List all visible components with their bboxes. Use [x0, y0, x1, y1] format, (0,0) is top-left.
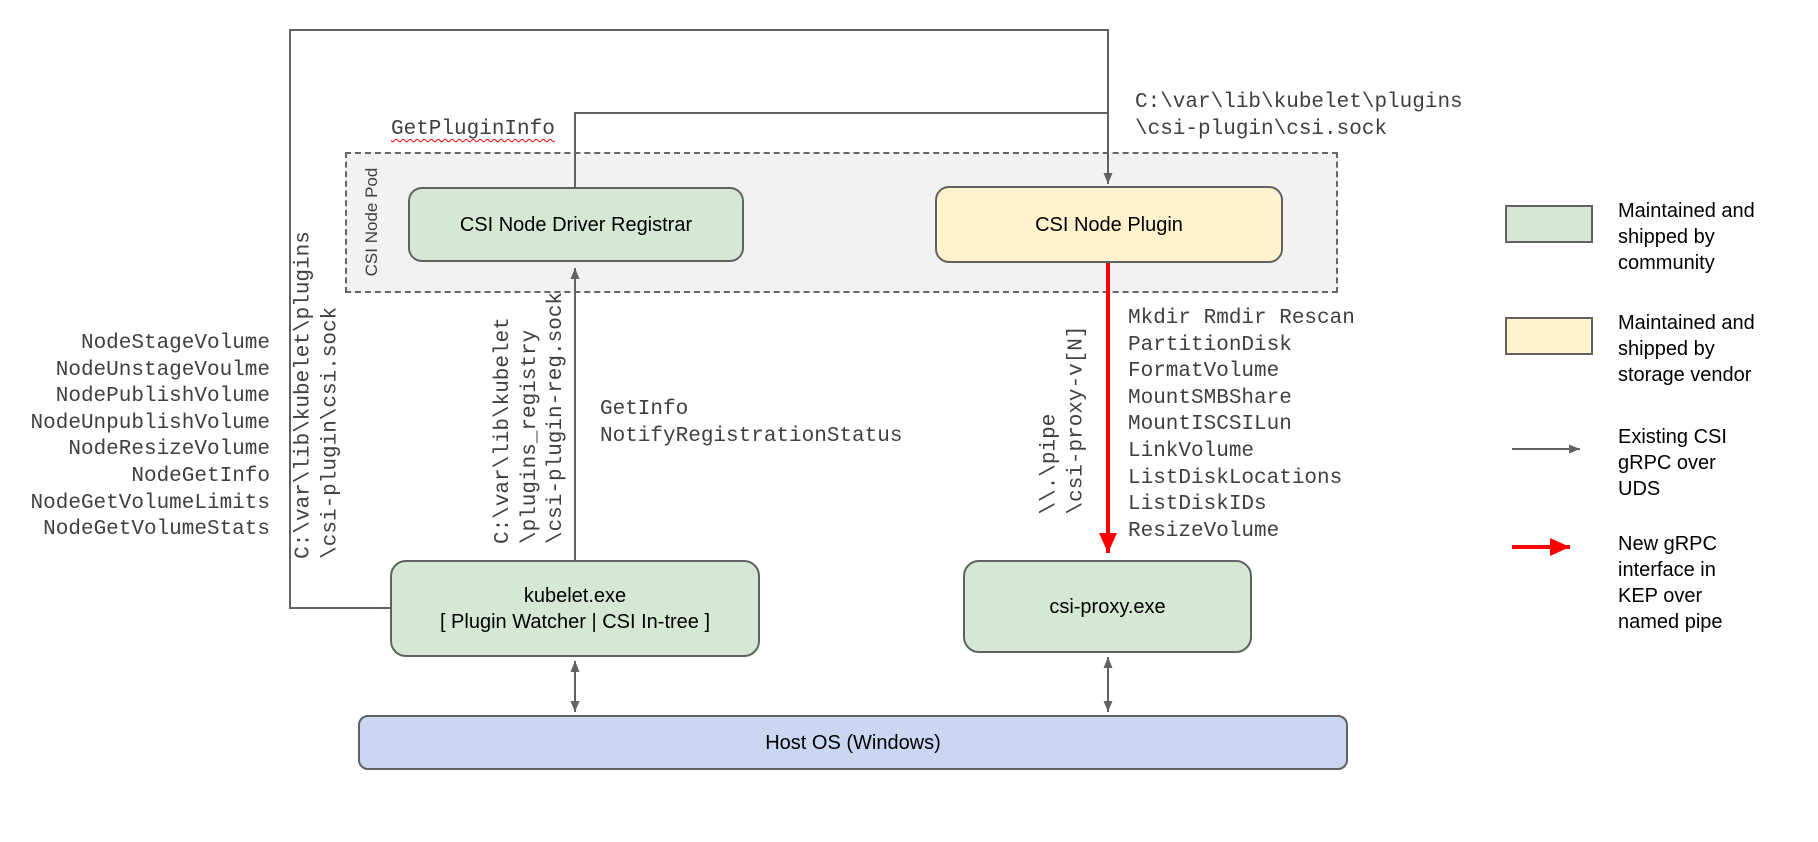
- csi-node-driver-registrar-box: CSI Node Driver Registrar: [408, 187, 744, 262]
- csi-proxy-box: csi-proxy.exe: [963, 560, 1252, 653]
- registration-sock-path-label: C:\var\lib\kubelet \plugins_registry \cs…: [492, 291, 569, 545]
- node-calls-list: NodeStageVolume NodeUnstageVoulme NodePu…: [30, 332, 270, 542]
- legend-new-grpc-label: New gRPC interface in KEP over named pip…: [1618, 533, 1723, 633]
- kubelet-box: kubelet.exe [ Plugin Watcher | CSI In-tr…: [390, 560, 760, 657]
- csi-sock-path-top-label: C:\var\lib\kubelet\plugins \csi-plugin\c…: [1135, 91, 1463, 141]
- csi-sock-path-left-label: C:\var\lib\kubelet\plugins \csi-plugin\c…: [292, 231, 342, 559]
- host-os-box: Host OS (Windows): [358, 715, 1348, 770]
- legend-storage-vendor-swatch: [1505, 317, 1593, 355]
- registration-calls-label: GetInfo NotifyRegistrationStatus: [600, 398, 903, 448]
- proxy-calls-list: Mkdir Rmdir Rescan PartitionDisk FormatV…: [1128, 307, 1355, 543]
- csi-node-plugin-box: CSI Node Plugin: [935, 186, 1283, 263]
- named-pipe-label: \\.\pipe \csi-proxy-v[N]: [1038, 325, 1088, 515]
- legend-community-label: Maintained and shipped by community: [1618, 200, 1755, 274]
- csi-node-pod-label: CSI Node Pod: [362, 167, 381, 277]
- legend-existing-grpc-label: Existing CSI gRPC over UDS: [1618, 426, 1727, 500]
- legend-community-swatch: [1505, 205, 1593, 243]
- legend-storage-vendor-label: Maintained and shipped by storage vendor: [1618, 312, 1755, 386]
- get-plugin-info-label: GetPluginInfo: [391, 118, 555, 141]
